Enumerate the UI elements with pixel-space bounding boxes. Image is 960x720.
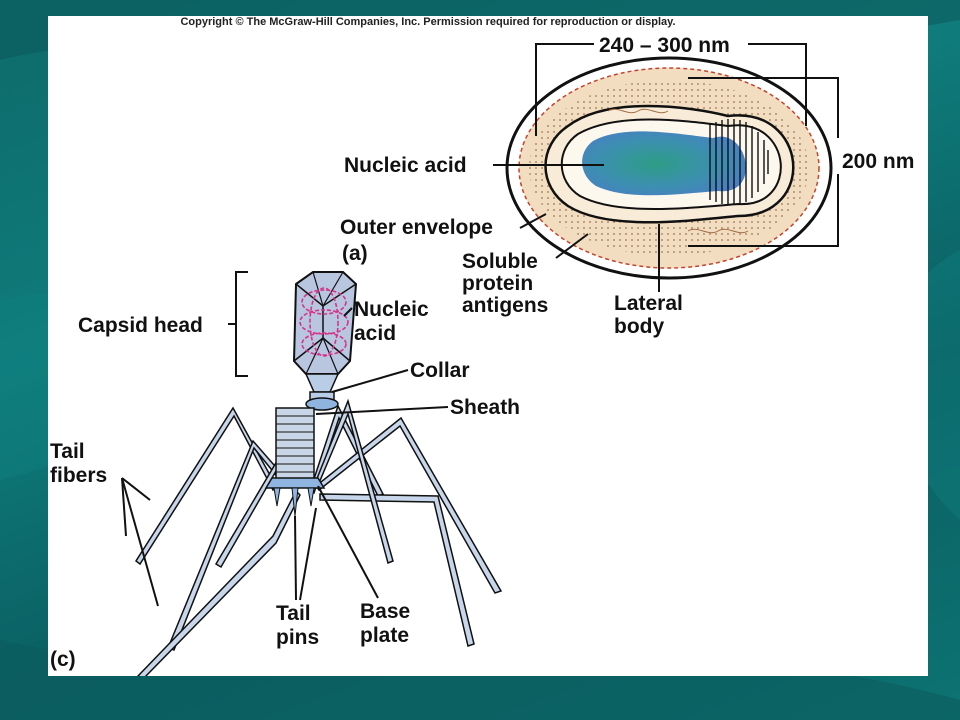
- poxvirus-panel-letter: (a): [342, 242, 368, 265]
- diagram-panel: Copyright © The McGraw-Hill Companies, I…: [48, 16, 928, 676]
- collar-shape: [304, 373, 340, 393]
- surface-tubule-fringe: [709, 119, 769, 205]
- width-dimension: [535, 43, 807, 136]
- sheath-top: [305, 397, 339, 411]
- copyright-notice: Copyright © The McGraw-Hill Companies, I…: [180, 16, 676, 28]
- width-dimension-label: 240 – 300 nm: [599, 34, 730, 57]
- base-plate-label-line2: plate: [360, 624, 409, 647]
- phage-dna: [299, 287, 349, 357]
- nucleic-acid-core: [582, 131, 746, 196]
- phage-nucleic-leader: [343, 307, 353, 317]
- outer-envelope-label: Outer envelope: [340, 216, 493, 239]
- height-dimension: [688, 77, 839, 247]
- tail-pins-label-line1: Tail: [276, 602, 311, 625]
- tail-fibers-label-line2: fibers: [50, 464, 107, 487]
- tail-sheath: [275, 407, 315, 481]
- base-plate-label-line1: Base: [360, 600, 410, 623]
- capsid-head: [292, 271, 358, 375]
- base-plate-shape: [264, 477, 326, 489]
- tail-fibers-leaders: [121, 477, 159, 607]
- collar-leader: [331, 369, 409, 393]
- soluble-label-line3: antigens: [462, 294, 548, 317]
- phage-nucleic-label-line2: acid: [354, 322, 396, 345]
- bacteriophage-diagram: Capsid head Nucleic acid Collar Sheath T…: [50, 271, 520, 676]
- height-dimension-label: 200 nm: [842, 150, 914, 173]
- lateral-label-line1: Lateral: [614, 292, 683, 315]
- tail-pins: [273, 487, 315, 517]
- tail-fibers: [134, 398, 503, 676]
- tail-fibers-label-line1: Tail: [50, 440, 85, 463]
- soluble-label-line1: Soluble: [462, 250, 538, 273]
- phage-panel-letter: (c): [50, 648, 76, 671]
- base-plate-leader: [317, 485, 379, 599]
- outer-envelope-leader: [519, 213, 547, 229]
- phage-nucleic-label-line1: Nucleic: [354, 298, 429, 321]
- lateral-label-line2: body: [614, 315, 664, 338]
- soluble-label-line2: protein: [462, 272, 533, 295]
- sheath-leader: [315, 406, 449, 415]
- collar-label: Collar: [410, 359, 470, 382]
- sheath-label: Sheath: [450, 396, 520, 419]
- capsid-head-label: Capsid head: [78, 314, 203, 337]
- virus-diagrams: 240 – 300 nm 200 nm Nucleic acid Outer e…: [50, 34, 914, 676]
- tail-pins-label-line2: pins: [276, 626, 319, 649]
- nucleic-acid-label: Nucleic acid: [344, 154, 467, 177]
- poxvirus-diagram: 240 – 300 nm 200 nm Nucleic acid Outer e…: [340, 34, 914, 338]
- tail-pins-leaders: [294, 507, 317, 601]
- capsid-bracket: [228, 271, 248, 377]
- soluble-leader: [555, 233, 589, 259]
